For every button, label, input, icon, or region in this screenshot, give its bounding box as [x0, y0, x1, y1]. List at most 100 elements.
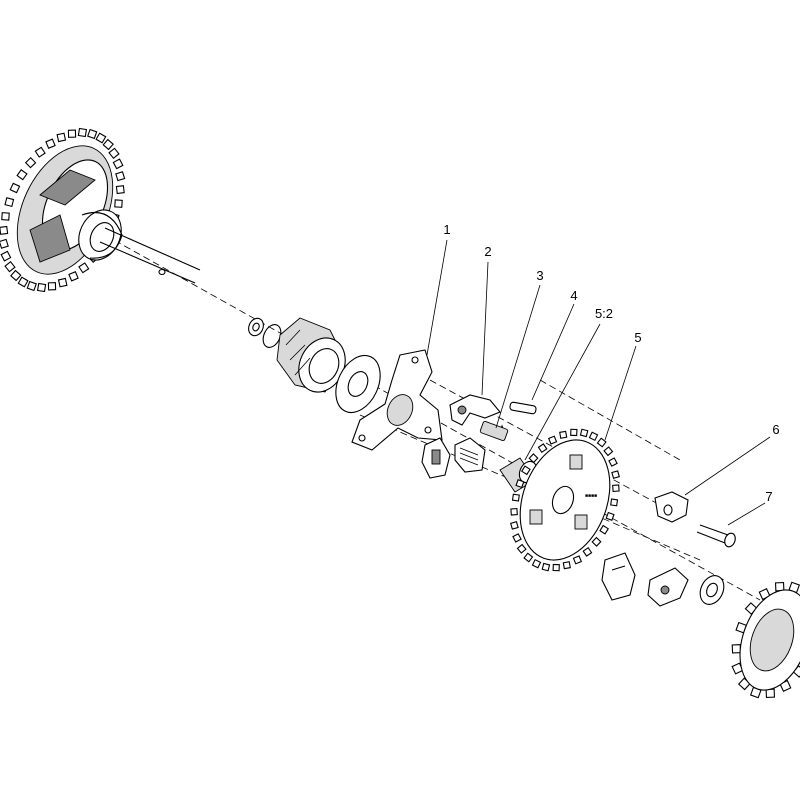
leader-4: [531, 303, 575, 401]
lower-clip-right-hole: [660, 585, 670, 595]
bearing-housing: [276, 317, 346, 393]
pin-axis-line: [539, 379, 681, 461]
sprocket-tooth: [591, 536, 602, 547]
sprocket-tooth: [562, 561, 571, 570]
callout-2: 2: [484, 244, 491, 259]
sprocket-tooth: [612, 484, 620, 492]
part-5-sprocket: ■■■■: [510, 428, 620, 572]
sprocket-tooth: [115, 185, 125, 195]
sprocket-slot-3: [574, 514, 588, 530]
sprocket-tooth: [77, 127, 88, 138]
sprocket-tooth: [611, 470, 620, 479]
sprocket-tooth: [102, 138, 114, 151]
pawl-block-left-slot: [431, 449, 441, 465]
leader-2: [481, 261, 489, 396]
shaft-edge-bottom: [99, 241, 196, 284]
sprocket-tooth: [67, 129, 77, 138]
sprocket-tooth: [599, 524, 609, 535]
spider-hole-1: [411, 356, 419, 364]
spring-block-body: [454, 437, 486, 473]
pinion-teeth: [731, 581, 800, 699]
sprocket-tooth: [24, 156, 37, 169]
leader-3: [495, 284, 541, 429]
shaft-hole: [158, 268, 166, 276]
sprocket-tooth: [95, 132, 107, 144]
hub-arm-2: [29, 214, 71, 263]
sprocket-tooth: [572, 555, 583, 565]
sprocket-tooth: [528, 453, 539, 464]
callout-7: 7: [765, 489, 772, 504]
sprocket-tooth: [112, 158, 124, 170]
small-pawl-hole: [663, 504, 673, 516]
sprocket-tooth: [588, 431, 599, 442]
lower-clip-left-body: [601, 552, 636, 601]
bolt-shank-bottom: [696, 531, 726, 544]
lower-washer-outer: [699, 575, 725, 605]
sprocket-tooth: [605, 511, 615, 521]
sprocket-tooth: [521, 465, 531, 476]
bolt-head: [724, 532, 736, 548]
sprocket-tooth: [57, 277, 68, 288]
pinion-hub: [749, 608, 795, 672]
sprocket-tooth: [512, 533, 522, 543]
leader-1: [426, 239, 448, 356]
flat-washer-large: [335, 354, 381, 414]
leader-5: [604, 345, 637, 441]
hub-arm-1: [39, 169, 96, 206]
shaft: [99, 227, 201, 284]
leader-5-2: [524, 323, 601, 461]
part-7-bolt: [696, 524, 736, 548]
callout-5: 5: [634, 330, 641, 345]
part-2-pawl: [449, 394, 501, 426]
callout-3: 3: [536, 268, 543, 283]
sprocket-tooth: [1, 212, 10, 221]
sprocket-tooth: [510, 508, 518, 516]
hub-bore: [89, 222, 115, 252]
sprocket-tooth: [108, 147, 120, 159]
sprocket-tooth: [603, 446, 614, 457]
sprocket-tooth: [78, 262, 90, 274]
leader-7: [727, 502, 766, 526]
lower-washer-inner: [706, 582, 718, 598]
sprocket-tooth: [36, 282, 47, 293]
sprocket-tooth: [559, 430, 568, 439]
sprocket-tooth: [16, 169, 28, 181]
sprocket-tooth: [523, 552, 534, 563]
sprocket-tooth: [26, 280, 37, 292]
sprocket-tooth: [582, 546, 593, 557]
part-4-pin: [509, 401, 537, 415]
sprocket-tooth: [511, 493, 520, 502]
callout-5-2: 5:2: [595, 306, 613, 321]
lower-clip-left: [601, 552, 636, 601]
sprocket-teeth: [510, 428, 620, 572]
sprocket-tooth: [510, 521, 519, 530]
sprocket-tooth: [4, 197, 15, 208]
part-3-spring: [479, 421, 509, 441]
callout-labels: 1 2 3 4 5:2 5 6 7: [443, 222, 779, 504]
sprocket-tooth: [56, 132, 67, 143]
spring-block: [454, 437, 486, 473]
sprocket-tooth: [87, 128, 98, 140]
spring-body: [479, 421, 509, 441]
callout-1: 1: [443, 222, 450, 237]
spider-plate-center: [386, 394, 414, 426]
sprocket-hub-assembly: [0, 127, 126, 293]
sprocket-tooth: [114, 199, 123, 208]
sprocket-tooth: [10, 269, 22, 282]
bolt-shank-top: [699, 524, 729, 536]
sprocket-tooth: [17, 276, 29, 288]
sprocket-tooth: [579, 428, 589, 438]
sprocket-tooth: [9, 182, 21, 194]
lower-clip-left-slot: [611, 565, 626, 571]
sprocket-tooth: [531, 558, 542, 569]
washer-outer: [248, 317, 264, 337]
callout-4: 4: [570, 288, 577, 303]
sprocket-tooth: [570, 428, 578, 437]
sprocket-tooth: [0, 238, 9, 249]
sprocket-tooth: [115, 171, 126, 182]
shaft-edge-top: [104, 227, 201, 271]
lower-washer: [699, 575, 725, 605]
flat-washer-inner: [347, 371, 369, 397]
